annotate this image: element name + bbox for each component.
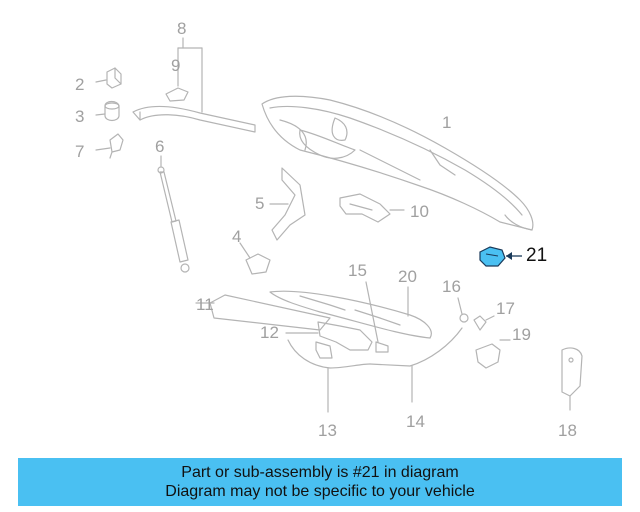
callout-3: 3 [75,107,85,126]
part-9-bumper[interactable] [165,87,189,102]
callout-18: 18 [558,421,577,440]
part-8-seal[interactable] [132,105,256,133]
part-11-insulator[interactable] [195,294,331,331]
part-14-cable[interactable] [369,327,463,403]
callout-10: 10 [410,202,429,221]
part-7-clip[interactable] [95,133,124,159]
part-16-cable-end[interactable] [457,297,469,323]
part-21-highlighted[interactable] [479,246,522,267]
callout-13: 13 [318,421,337,440]
part-2-bumper[interactable] [95,67,122,89]
part-5-hinge[interactable] [269,167,306,241]
part-4-bumper[interactable] [239,242,271,275]
callout-4: 4 [232,227,242,246]
part-18-pillar[interactable] [561,347,583,411]
part-10-bracket[interactable] [339,193,405,223]
callout-11: 11 [196,295,214,314]
callout-14: 14 [406,412,425,431]
part-12-latch[interactable] [285,321,373,359]
callout-9: 9 [171,56,181,75]
callout-15: 15 [348,261,367,280]
callout-6: 6 [155,137,165,156]
part-6-strut[interactable] [157,155,190,273]
callout-1: 1 [442,113,452,132]
callout-21: 21 [526,245,548,266]
callout-19: 19 [512,325,531,344]
part-1-hood[interactable] [261,95,534,231]
part-3-bumper[interactable] [95,100,120,122]
callout-20: 20 [398,267,417,286]
banner-line-2: Diagram may not be specific to your vehi… [165,483,475,500]
callout-17: 17 [496,299,515,318]
banner-line-1: Part or sub-assembly is #21 in diagram [181,464,459,481]
callout-7: 7 [75,142,85,161]
part-20-panel[interactable] [269,286,432,339]
part-15-handle[interactable] [365,281,389,353]
part-13-cable[interactable] [287,339,371,413]
callout-12: 12 [260,323,279,342]
callout-2: 2 [75,75,85,94]
part-19-bracket[interactable] [475,339,511,369]
parts-diagram [95,37,583,413]
callout-5: 5 [255,194,265,213]
part-8-leader [177,37,203,113]
info-banner: Part or sub-assembly is #21 in diagram D… [18,458,622,506]
part-17-clip[interactable] [473,315,495,331]
callout-8: 8 [177,19,187,38]
callout-16: 16 [442,277,461,296]
